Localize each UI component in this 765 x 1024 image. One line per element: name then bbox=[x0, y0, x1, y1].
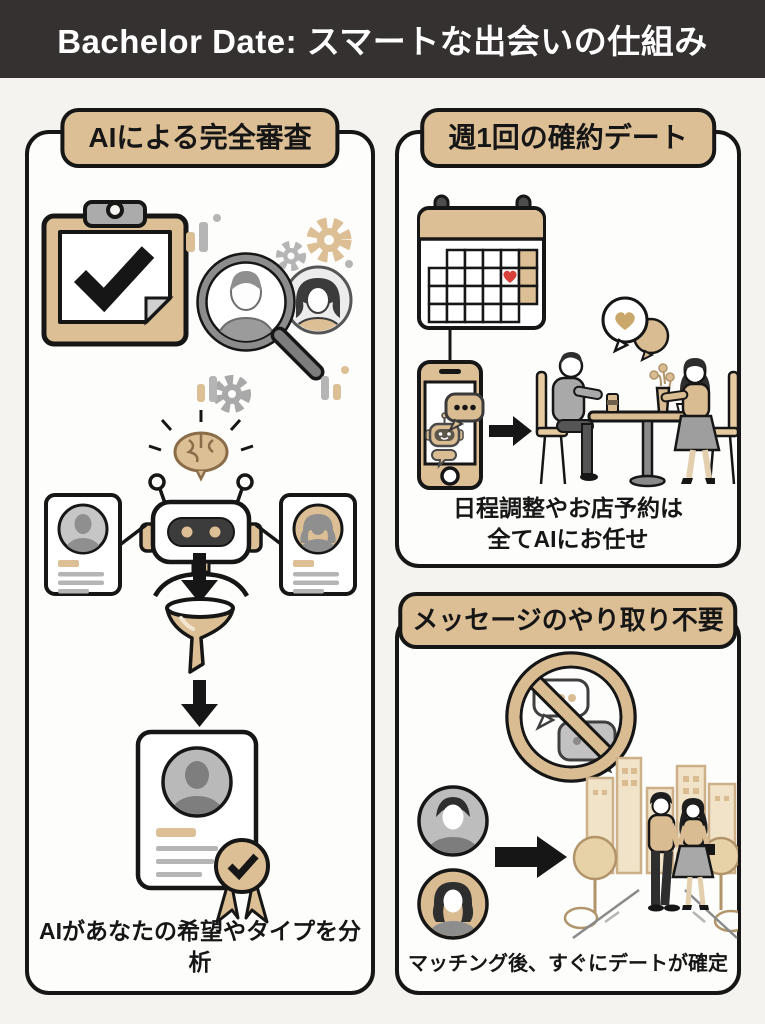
profile-card-female bbox=[279, 493, 357, 596]
gear-icon bbox=[276, 241, 306, 271]
no-messaging-illustration bbox=[417, 651, 738, 940]
female-avatar-icon bbox=[417, 868, 489, 940]
page-title: Bachelor Date: スマートな出会いの仕組み bbox=[57, 23, 708, 60]
panel-ai-screening: AIによる完全審査 bbox=[25, 108, 375, 995]
heart-icon bbox=[503, 270, 517, 283]
no-messaging-icon bbox=[505, 651, 637, 783]
panel-title-badge: 週1回の確約デート bbox=[420, 108, 716, 168]
certificate-icon bbox=[135, 729, 270, 924]
profile-search-icon bbox=[186, 214, 353, 413]
weekly-date-illustration bbox=[417, 194, 738, 490]
panel-caption: AIがあなたの希望やタイプを分析 bbox=[39, 918, 361, 975]
caption-line: 日程調整やお店予約は bbox=[453, 495, 683, 522]
speech-bubble-icon bbox=[444, 392, 485, 433]
panel-caption: 日程調整やお店予約は 全てAIにお任せ bbox=[399, 493, 737, 554]
walking-couple-illustration bbox=[563, 756, 738, 940]
panel-no-messaging: メッセージのやり取り不要 bbox=[395, 592, 741, 995]
panel-title-badge: AIによる完全審査 bbox=[60, 108, 340, 168]
down-arrow-icon bbox=[181, 553, 218, 603]
speech-bubble-icon bbox=[601, 296, 670, 362]
clipboard-check-icon bbox=[41, 200, 189, 347]
calendar-icon bbox=[417, 194, 546, 362]
male-avatar-icon bbox=[417, 785, 489, 857]
profile-card-male bbox=[44, 493, 122, 596]
caption-line: 全てAIにお任せ bbox=[487, 525, 649, 552]
panel-caption: マッチング後、すぐにデートが確定 bbox=[408, 952, 728, 975]
right-arrow-icon bbox=[495, 836, 567, 878]
panel-weekly-date: 週1回の確約デート bbox=[395, 108, 741, 568]
down-arrow-icon bbox=[181, 680, 218, 727]
ai-robot-icon bbox=[119, 410, 283, 598]
gear-icon bbox=[213, 375, 251, 413]
panel-title-badge: メッセージのやり取り不要 bbox=[398, 592, 738, 650]
funnel-icon bbox=[165, 597, 235, 674]
gear-icon bbox=[306, 217, 352, 263]
header-bar: Bachelor Date: スマートな出会いの仕組み bbox=[0, 0, 765, 78]
smartphone-icon bbox=[417, 360, 485, 490]
award-ribbon-icon bbox=[214, 838, 270, 924]
screening-illustration bbox=[41, 200, 357, 924]
dining-couple-illustration bbox=[535, 296, 738, 488]
heart-icon bbox=[615, 312, 635, 330]
right-arrow-icon bbox=[489, 416, 532, 446]
brain-icon bbox=[148, 410, 254, 482]
